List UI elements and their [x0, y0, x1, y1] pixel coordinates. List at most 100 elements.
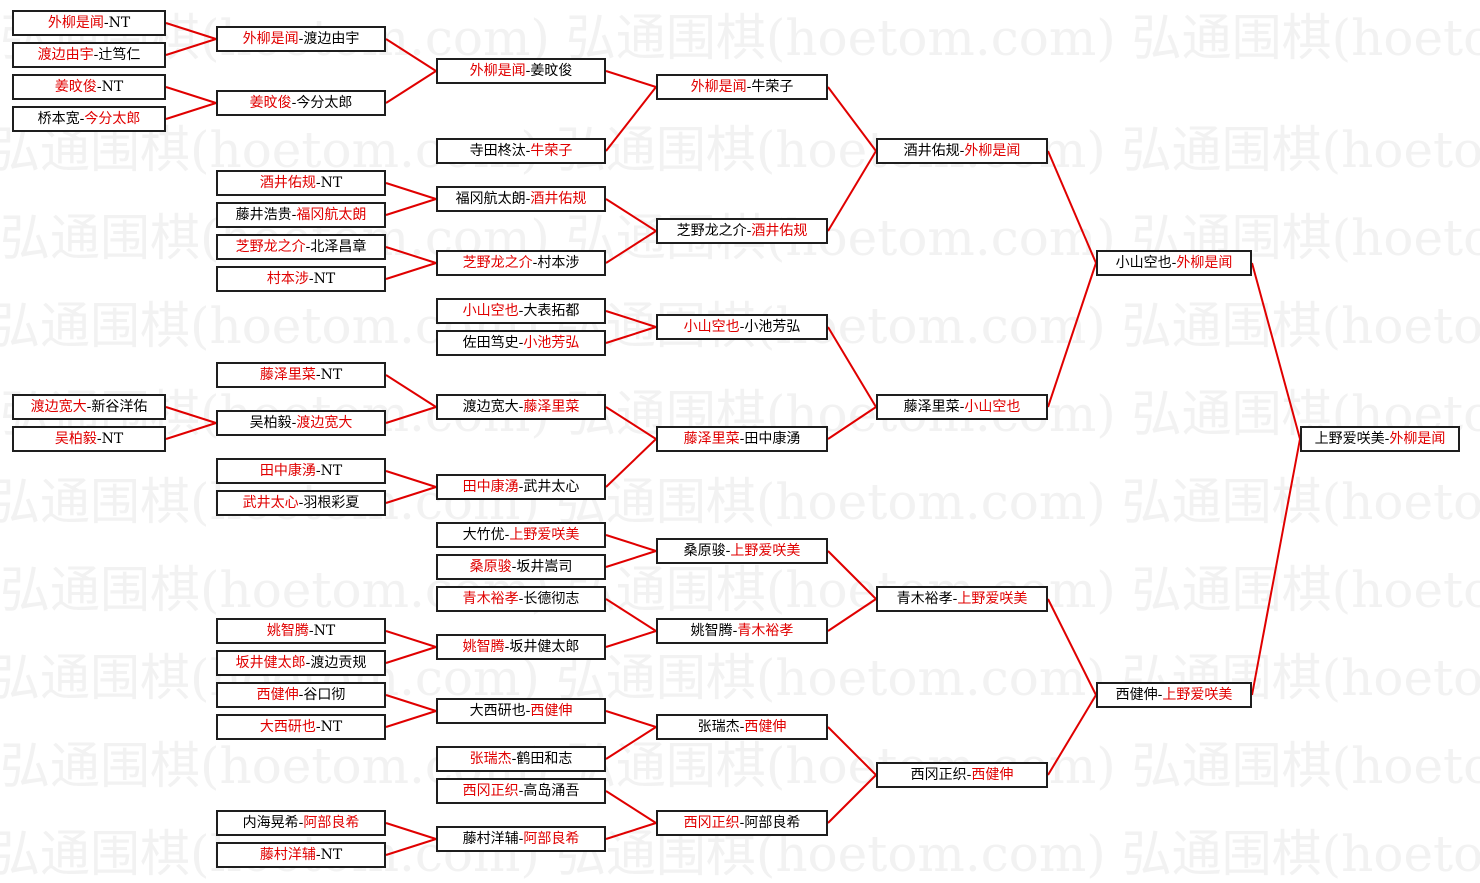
player-b: 青木裕孝 — [737, 623, 794, 639]
match-box: 姜旼俊-NT — [12, 74, 166, 100]
separator: - — [1171, 255, 1177, 271]
player-b: 上野爱咲美 — [1162, 687, 1233, 703]
match-box: 小山空也-大表拓都 — [436, 298, 606, 324]
player-a: 渡边由宇 — [37, 47, 94, 63]
match-box: 芝野龙之介-酒井佑规 — [656, 218, 828, 244]
separator: - — [298, 495, 304, 511]
player-b: 田中康湧 — [744, 431, 801, 447]
match-box: 酒井佑规-NT — [216, 170, 386, 196]
separator: - — [504, 527, 510, 543]
player-b: 大表拓都 — [523, 303, 580, 319]
player-a: 吴柏毅 — [54, 431, 97, 447]
player-b: 新谷洋佑 — [91, 399, 148, 415]
player-b: NT — [320, 463, 343, 479]
separator: - — [518, 399, 524, 415]
bracket-connector — [605, 550, 657, 568]
bracket-connector — [165, 406, 217, 424]
bracket-connector — [605, 310, 657, 328]
player-a: 大西研也 — [259, 719, 316, 735]
bracket-connector — [827, 598, 877, 632]
player-a: 藤井浩贵 — [235, 207, 292, 223]
match-box: 西冈正织-高岛涌吾 — [436, 778, 606, 804]
player-b: 坂井嵩司 — [516, 559, 573, 575]
match-box: 福冈航太朗-酒井佑规 — [436, 186, 606, 212]
match-box: 桑原骏-上野爱咲美 — [656, 538, 828, 564]
player-a: 青木裕孝 — [896, 591, 953, 607]
player-b: 坂井健太郎 — [509, 639, 580, 655]
match-box: 渡边由宇-辻笃仁 — [12, 42, 166, 68]
player-a: 张瑞杰 — [469, 751, 512, 767]
bracket-connector — [385, 630, 437, 648]
player-b: NT — [101, 431, 124, 447]
separator: - — [298, 31, 304, 47]
player-b: 今分太郎 — [296, 95, 353, 111]
player-a: 大竹优 — [462, 527, 505, 543]
bracket-connector — [605, 406, 657, 440]
match-box: 藤村洋辅-NT — [216, 842, 386, 868]
match-box: 姚智腾-NT — [216, 618, 386, 644]
bracket-connector — [1251, 262, 1301, 440]
player-b: 渡边宽大 — [296, 415, 353, 431]
match-box: 姚智腾-坂井健太郎 — [436, 634, 606, 660]
player-b: 村本涉 — [537, 255, 580, 271]
bracket-connector — [385, 38, 437, 72]
separator: - — [315, 719, 321, 735]
bracket-connector — [605, 326, 657, 344]
player-a: 西冈正织 — [683, 815, 740, 831]
player-b: 北泽昌章 — [310, 239, 367, 255]
match-box: 寺田柊汰-牛荣子 — [436, 138, 606, 164]
bracket-connector — [827, 550, 877, 600]
player-a: 藤村洋辅 — [462, 831, 519, 847]
match-box: 酒井佑规-外柳是闻 — [876, 138, 1048, 164]
bracket-connector — [605, 534, 657, 552]
separator: - — [93, 47, 99, 63]
bracket-connector — [1047, 262, 1097, 408]
bracket-connector — [385, 374, 437, 408]
separator: - — [305, 239, 311, 255]
match-box: 外柳是闻-牛荣子 — [656, 74, 828, 100]
bracket-connector — [605, 630, 657, 648]
bracket-connector — [605, 790, 657, 824]
match-box: 姚智腾-青木裕孝 — [656, 618, 828, 644]
match-box: 坂井健太郎-渡边贡规 — [216, 650, 386, 676]
match-box: 西健伸-上野爱咲美 — [1096, 682, 1252, 708]
player-b: NT — [320, 367, 343, 383]
player-a: 西健伸 — [256, 687, 299, 703]
player-a: 外柳是闻 — [690, 79, 747, 95]
separator: - — [518, 335, 524, 351]
player-b: 酒井佑规 — [530, 191, 587, 207]
separator: - — [518, 783, 524, 799]
bracket-connector — [385, 694, 437, 712]
player-a: 姚智腾 — [690, 623, 733, 639]
bracket-connector — [385, 486, 437, 504]
player-b: NT — [320, 719, 343, 735]
player-a: 藤泽里菜 — [903, 399, 960, 415]
player-b: 武井太心 — [523, 479, 580, 495]
match-box: 内海晃希-阿部良希 — [216, 810, 386, 836]
player-b: 姜旼俊 — [530, 63, 573, 79]
player-a: 姜旼俊 — [54, 79, 97, 95]
player-a: 坂井健太郎 — [235, 655, 306, 671]
player-b: 西健伸 — [530, 703, 573, 719]
bracket-connector — [385, 198, 437, 216]
player-b: NT — [108, 15, 131, 31]
separator: - — [86, 399, 92, 415]
player-a: 酒井佑规 — [259, 175, 316, 191]
match-box: 藤泽里菜-田中康湧 — [656, 426, 828, 452]
player-b: 渡边贡规 — [310, 655, 367, 671]
player-b: 渡边由宇 — [303, 31, 360, 47]
separator: - — [298, 687, 304, 703]
bracket-connector — [827, 406, 877, 440]
player-a: 外柳是闻 — [47, 15, 104, 31]
player-a: 姜旼俊 — [249, 95, 292, 111]
player-a: 桥本宽 — [37, 111, 80, 127]
separator: - — [308, 271, 314, 287]
player-b: 辻笃仁 — [98, 47, 141, 63]
player-a: 芝野龙之介 — [235, 239, 306, 255]
match-box: 武井太心-羽根彩夏 — [216, 490, 386, 516]
separator: - — [739, 431, 745, 447]
separator: - — [966, 767, 972, 783]
separator: - — [1157, 687, 1163, 703]
match-box: 小山空也-小池芳弘 — [656, 314, 828, 340]
separator: - — [746, 79, 752, 95]
